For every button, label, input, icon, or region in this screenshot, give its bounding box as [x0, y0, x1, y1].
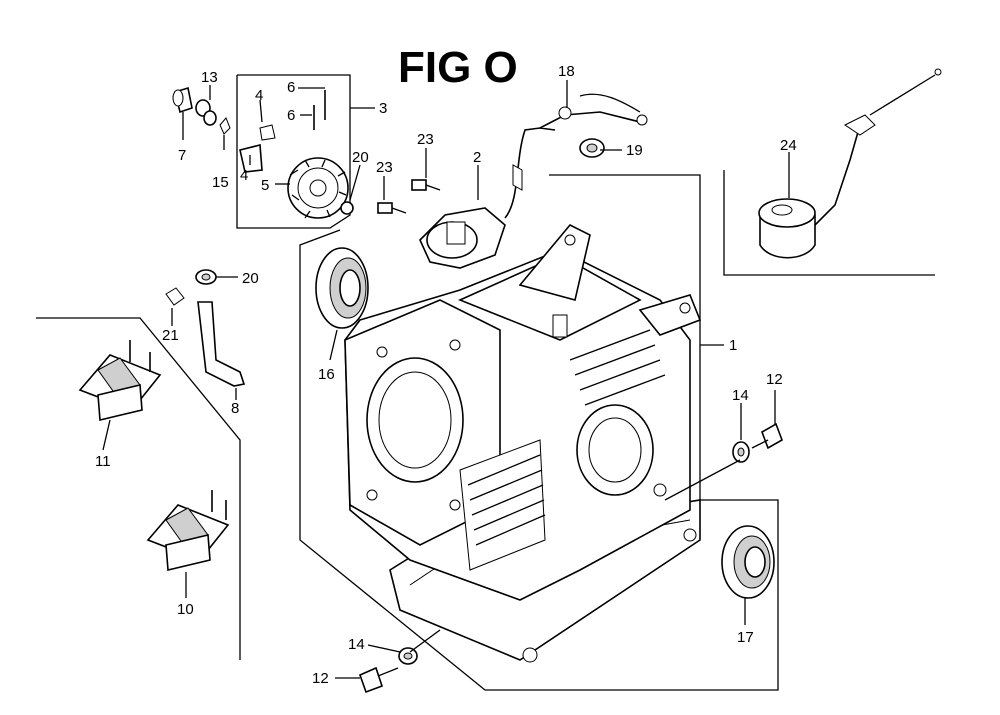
governor-boundary-3 — [236, 74, 351, 229]
callout-6a: 6 — [287, 79, 295, 96]
callout-14a: 14 — [732, 387, 749, 404]
callout-1: 1 — [729, 337, 737, 354]
callout-20b: 20 — [242, 270, 259, 287]
governor-gear-part-5 — [287, 157, 349, 219]
callout-23b: 23 — [376, 159, 393, 176]
engine-mount-part-11 — [78, 340, 162, 421]
callout-15: 15 — [212, 174, 229, 191]
callout-5: 5 — [261, 177, 269, 194]
bolt-part-23b — [377, 202, 407, 214]
callout-11: 11 — [95, 453, 111, 470]
governor-arm-part-8 — [197, 301, 246, 387]
callout-4b: 4 — [240, 167, 248, 184]
figure-title: FIG O — [398, 43, 518, 92]
wire-harness-part-18 — [539, 93, 648, 129]
callout-10: 10 — [177, 601, 194, 618]
clip-part-15 — [219, 117, 231, 135]
washer-part-13 — [195, 99, 217, 126]
callout-7: 7 — [178, 147, 186, 164]
bolt-part-12-bottom — [358, 666, 399, 694]
inset-boundary-24 — [723, 170, 935, 276]
mount-group-boundary — [36, 317, 241, 660]
callout-8: 8 — [231, 400, 239, 417]
assembly-boundary-1 — [299, 174, 779, 691]
oil-seal-part-16 — [315, 247, 369, 329]
callout-24: 24 — [780, 137, 797, 154]
bolt-part-23a — [411, 179, 441, 191]
callout-3: 3 — [379, 100, 387, 117]
washer-part-20b — [195, 269, 217, 285]
callout-14b: 14 — [348, 636, 365, 653]
pin-part-6 — [313, 90, 326, 130]
nut-part-19 — [579, 138, 605, 158]
callout-20a: 20 — [352, 149, 369, 166]
washer-part-20a — [340, 201, 354, 215]
callout-12b: 12 — [312, 670, 329, 687]
callout-21: 21 — [162, 327, 179, 344]
leader-lines — [102, 80, 790, 679]
bolt-part-12-right — [751, 422, 783, 450]
callout-19: 19 — [626, 142, 643, 159]
callout-18: 18 — [558, 63, 575, 80]
callout-6b: 6 — [287, 107, 295, 124]
oil-alert-unit-part-2 — [419, 127, 556, 269]
callout-2: 2 — [473, 149, 481, 166]
washer-part-14-right — [732, 441, 750, 463]
governor-weight-part-4 — [239, 124, 276, 173]
callout-16: 16 — [318, 366, 335, 383]
washer-part-14-bottom — [398, 647, 418, 665]
bolt-part-7 — [172, 86, 193, 114]
callout-4a: 4 — [255, 87, 263, 104]
engine-mount-part-10 — [146, 490, 230, 571]
crankcase-part-1 — [344, 224, 702, 663]
clip-part-21 — [165, 287, 185, 306]
callout-12a: 12 — [766, 371, 783, 388]
callout-17: 17 — [737, 629, 754, 646]
oil-sensor-part-24 — [758, 68, 942, 259]
callout-13: 13 — [201, 69, 218, 86]
callout-23a: 23 — [417, 131, 434, 148]
oil-seal-part-17 — [721, 525, 775, 599]
